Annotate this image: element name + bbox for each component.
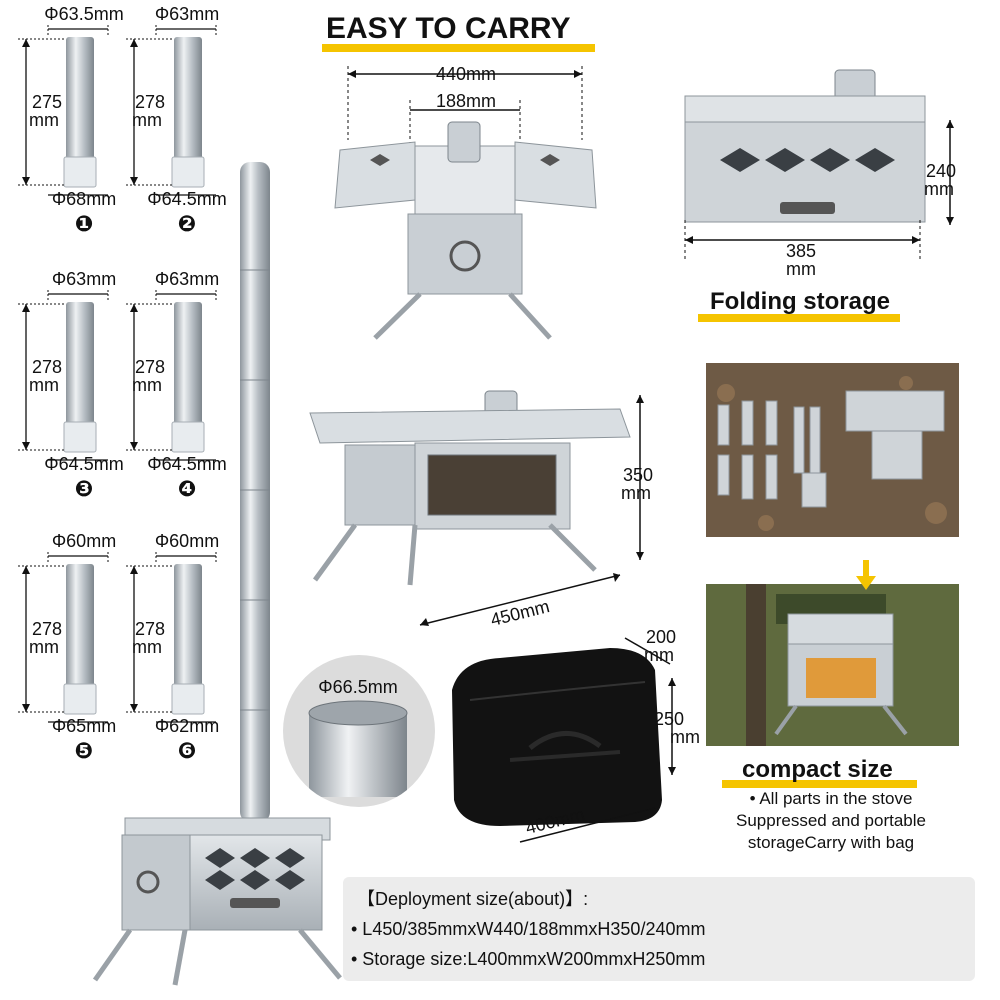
pipe-top-diameter: Φ60mm: [154, 531, 220, 551]
pipe-top-diameter: Φ63.5mm: [44, 4, 124, 24]
bag-height-unit: mm: [670, 727, 700, 747]
collar-diameter-label: Φ66.5mm: [318, 677, 398, 697]
pipe-illustration: [18, 552, 109, 723]
easy-to-carry-title: EASY TO CARRY: [322, 12, 595, 52]
compact-line-2: Suppressed and portable: [736, 811, 926, 830]
deployed-stove-illustration: [309, 390, 644, 626]
folded-length-value: 385: [785, 241, 817, 261]
assembled-stove-illustration: [92, 162, 342, 986]
folding-storage-title: Folding storage: [698, 288, 900, 322]
pipe-length-unit: mm: [132, 375, 162, 395]
down-arrow-icon: [856, 560, 876, 590]
pipe-illustration: [18, 25, 109, 196]
deployed-height-value: 350: [623, 465, 654, 485]
deployed-height-unit: mm: [621, 483, 651, 503]
pipe-length-value: 278: [32, 357, 63, 377]
compact-line-3: storageCarry with bag: [747, 833, 915, 852]
pipe-top-diameter: Φ63mm: [154, 4, 220, 24]
pipe-top-diameter: Φ63mm: [154, 269, 220, 289]
bag-depth-unit: mm: [644, 645, 674, 665]
pipe-top-diameter: Φ63mm: [51, 269, 117, 289]
specs-deploy-size: • L450/385mmxW440/188mmxH350/240mm: [351, 919, 706, 939]
pipe-length-value: 278: [135, 92, 166, 112]
deployment-specs-panel: 【Deployment size(about)】: • L450/385mmxW…: [343, 877, 975, 981]
pipe-number-badge: ❻: [177, 738, 197, 763]
pipe-number-badge: ❸: [74, 476, 94, 501]
width-outer-label: 440mm: [435, 64, 497, 84]
parts-on-leaves-photo: [706, 363, 959, 537]
pipe-number-badge: ❶: [74, 211, 94, 236]
pipe-number-badge: ❷: [177, 211, 197, 236]
carry-bag-illustration: [452, 637, 676, 843]
specs-storage-size: • Storage size:L400mmxW200mmxH250mm: [351, 949, 706, 969]
width-inner-label: 188mm: [435, 91, 497, 111]
pipe-number-badge: ❹: [177, 476, 197, 501]
open-stove-top-view: [334, 66, 597, 340]
bag-height-value: 250: [654, 709, 685, 729]
compact-bullet-1: • All parts in the stove: [749, 789, 913, 808]
pipe-length-value: 278: [135, 357, 166, 377]
pipe-illustration: [126, 552, 217, 723]
pipe-length-value: 278: [32, 619, 63, 639]
pipe-length-unit: mm: [29, 110, 59, 130]
pipe-length-unit: mm: [132, 637, 162, 657]
pipe-illustration: [126, 290, 217, 461]
collar-closeup: [283, 655, 435, 807]
pipe-length-unit: mm: [29, 637, 59, 657]
specs-heading: 【Deployment size(about)】:: [357, 889, 589, 909]
bag-depth-value: 200: [646, 627, 677, 647]
compact-size-title: compact size: [722, 756, 917, 788]
pipe-length-value: 278: [135, 619, 166, 639]
folded-length-unit: mm: [786, 259, 816, 279]
pipe-illustration: [18, 290, 109, 461]
folded-height-value: 240: [926, 161, 957, 181]
pipe-length-value: 275: [32, 92, 63, 112]
pipe-length-unit: mm: [29, 375, 59, 395]
pipe-length-unit: mm: [132, 110, 162, 130]
pipe-top-diameter: Φ60mm: [51, 531, 117, 551]
pipe-number-badge: ❺: [74, 738, 94, 763]
folded-stove-illustration: [684, 69, 954, 260]
folded-height-unit: mm: [924, 179, 954, 199]
compact-size-description: • All parts in the stove Suppressed and …: [716, 788, 946, 854]
carrying-stove-photo: [706, 584, 959, 746]
pipe-illustration: [126, 25, 217, 196]
